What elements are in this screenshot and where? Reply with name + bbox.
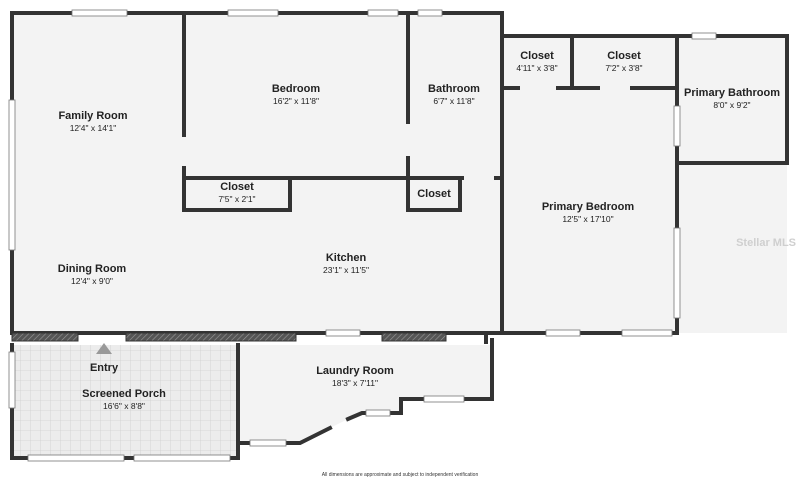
watermark: Stellar MLS	[736, 237, 796, 249]
window	[545, 329, 581, 337]
wall-closet-4	[406, 176, 462, 212]
windows	[8, 9, 717, 462]
window	[691, 32, 717, 40]
floor-main	[12, 13, 502, 333]
family-room-dims: 12'4" x 14'1"	[70, 123, 117, 133]
closet-1-name: Closet	[520, 50, 554, 62]
entry-arrow-icon	[96, 343, 112, 354]
kitchen-dims: 23'1" x 11'5"	[323, 265, 369, 275]
bedroom-name: Bedroom	[272, 83, 321, 95]
bathroom-name: Bathroom	[428, 83, 480, 95]
wall-laundry	[236, 338, 494, 445]
window	[325, 329, 361, 337]
floor-east-wing	[502, 36, 787, 333]
wall-east-wing	[500, 34, 679, 335]
window	[417, 9, 443, 17]
floor-fills	[12, 13, 787, 458]
primary-bathroom-dims: 8'0" x 9'2"	[713, 100, 750, 110]
closet-3-name: Closet	[220, 181, 254, 193]
window	[365, 409, 391, 417]
window	[8, 99, 16, 251]
laundry-room-name: Laundry Room	[316, 365, 394, 377]
window	[423, 395, 465, 403]
closet-2-name: Closet	[607, 50, 641, 62]
window	[367, 9, 399, 17]
screened-porch-dims: 16'6" x 8'8"	[103, 401, 145, 411]
closet-2-dims: 7'2" x 3'8"	[605, 63, 642, 73]
half-wall-right	[125, 332, 297, 342]
floor-laundry	[238, 345, 492, 443]
wall-closet-3	[182, 176, 292, 212]
closet-1-dims: 4'11" x 3'8"	[516, 63, 557, 73]
laundry-room-dims: 18'3" x 7'11"	[332, 378, 378, 388]
window	[621, 329, 673, 337]
window	[249, 439, 287, 447]
screened-porch-name: Screened Porch	[82, 388, 166, 400]
closet-3-dims: 7'5" x 2'1"	[218, 194, 255, 204]
entry-name: Entry	[90, 362, 119, 374]
wall-primary-bathroom	[675, 34, 789, 165]
window	[227, 9, 279, 17]
half-wall-laundry	[381, 332, 447, 342]
footnote: All dimensions are approximate and subje…	[322, 472, 479, 478]
half-wall-left	[11, 332, 79, 342]
dining-room-name: Dining Room	[58, 263, 127, 275]
window	[673, 227, 681, 319]
closet-4-name: Closet	[417, 188, 451, 200]
window	[673, 105, 681, 147]
room-labels: Family Room 12'4" x 14'1" Bedroom 16'2" …	[58, 50, 780, 411]
bathroom-dims: 6'7" x 11'8"	[433, 96, 474, 106]
window	[27, 454, 125, 462]
dining-room-dims: 12'4" x 9'0"	[71, 276, 113, 286]
half-walls	[11, 332, 447, 342]
kitchen-name: Kitchen	[326, 252, 367, 264]
bedroom-dims: 16'2" x 11'8"	[273, 96, 319, 106]
window	[71, 9, 128, 17]
floor-porch	[12, 345, 239, 458]
family-room-name: Family Room	[58, 110, 127, 122]
window	[133, 454, 231, 462]
primary-bedroom-dims: 12'5" x 17'10"	[562, 214, 613, 224]
window	[8, 351, 16, 409]
primary-bathroom-name: Primary Bathroom	[684, 87, 780, 99]
primary-bedroom-name: Primary Bedroom	[542, 201, 635, 213]
